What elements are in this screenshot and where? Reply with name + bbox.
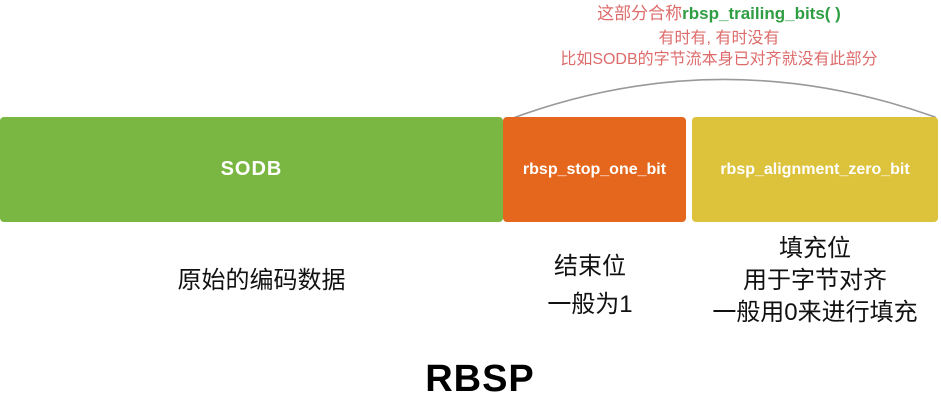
annotation-line3: 比如SODB的字节流本身已对齐就没有此部分: [560, 51, 878, 68]
block-rbsp-alignment-zero-bit: rbsp_alignment_zero_bit: [692, 117, 938, 222]
block-rbsp-stop-one-bit: rbsp_stop_one_bit: [503, 117, 686, 222]
trailing-bits-function-name: rbsp_trailing_bits( ): [682, 4, 841, 23]
alignment-bit-description-line2: 用于字节对齐: [743, 267, 887, 294]
annotation-line2: 有时有, 有时没有: [658, 30, 780, 47]
stop-bit-description-line1: 结束位: [554, 253, 626, 280]
trailing-bits-annotation: 这部分合称rbsp_trailing_bits( ) 有时有, 有时没有 比如S…: [494, 2, 941, 70]
alignment-bit-description-line3: 一般用0来进行填充: [712, 299, 918, 326]
alignment-bit-description-line1: 填充位: [779, 235, 851, 262]
block-rbsp-alignment-zero-bit-label: rbsp_alignment_zero_bit: [720, 160, 910, 178]
annotation-prefix: 这部分合称: [597, 4, 683, 23]
diagram-title: RBSP: [425, 358, 535, 400]
alignment-bit-description: 填充位 用于字节对齐 一般用0来进行填充: [685, 233, 941, 329]
stop-bit-description-line2: 一般为1: [547, 291, 633, 318]
stop-bit-description: 结束位 一般为1: [490, 248, 690, 324]
block-sodb: SODB: [0, 117, 503, 222]
block-rbsp-stop-one-bit-label: rbsp_stop_one_bit: [522, 160, 667, 178]
sodb-description: 原始的编码数据: [177, 267, 346, 294]
block-sodb-label: SODB: [220, 158, 283, 180]
annotation-line1: 这部分合称rbsp_trailing_bits( ): [494, 2, 941, 26]
